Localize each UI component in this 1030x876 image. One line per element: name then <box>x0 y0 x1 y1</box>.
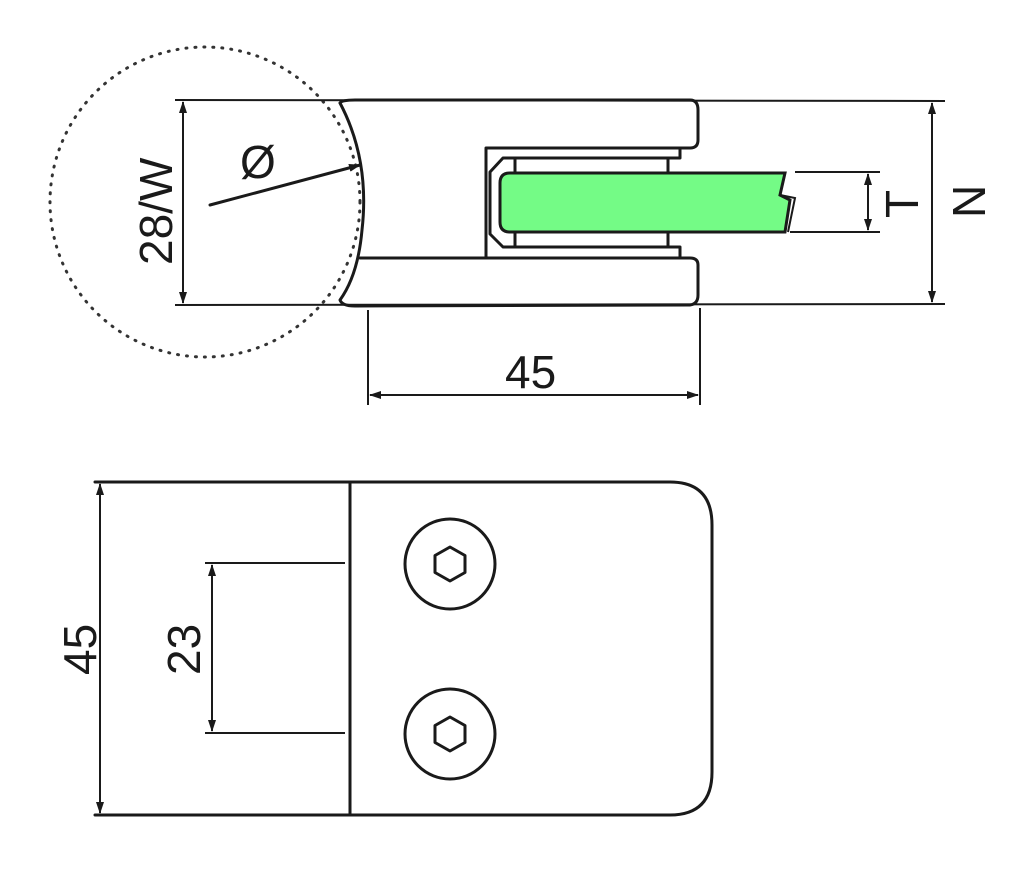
top-view: 45 23 <box>54 480 714 817</box>
thickness-label: T <box>876 190 928 218</box>
hex-socket-icon <box>433 715 467 753</box>
width-label: 45 <box>54 624 106 675</box>
side-view: Ø 28/W 45 T N <box>48 45 995 405</box>
pipe-circle-dotted <box>48 45 362 359</box>
height-label: 28/W <box>130 157 182 265</box>
bolt-bottom <box>403 687 497 781</box>
hex-socket-icon <box>433 545 467 583</box>
length-label: 45 <box>505 346 556 398</box>
clamp-body-outline <box>338 98 700 308</box>
bolt-spacing-label: 23 <box>158 624 210 675</box>
overall-height-label: N <box>943 185 995 218</box>
clamp-plate-outline <box>93 480 714 817</box>
glass-break-mark <box>778 172 797 233</box>
diameter-symbol: Ø <box>240 136 276 188</box>
bolt-top <box>403 517 497 611</box>
glass-panel <box>498 171 792 234</box>
diameter-leader <box>208 163 362 207</box>
